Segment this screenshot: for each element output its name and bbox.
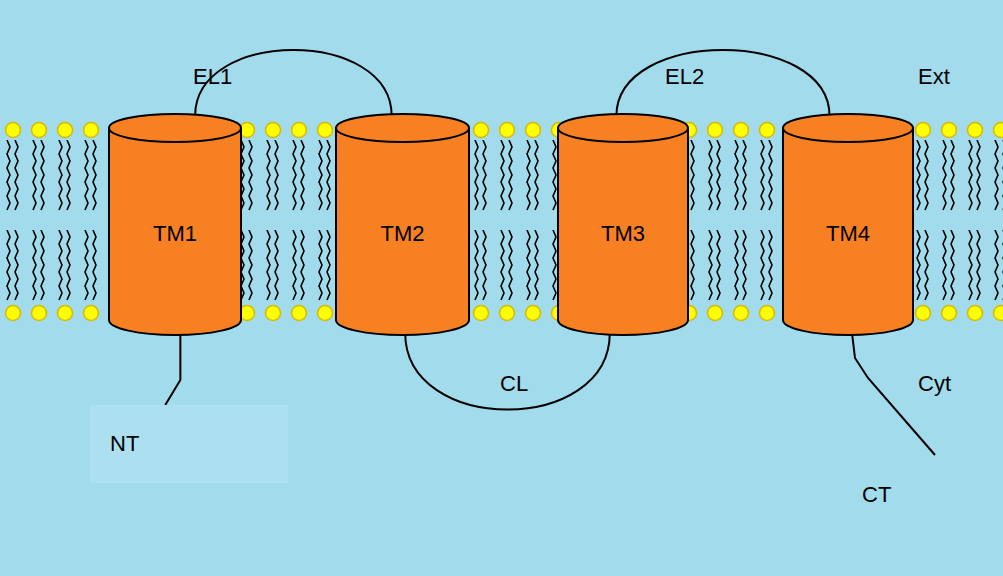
terminus-box: NT <box>90 405 288 483</box>
helix-cylinder: TM1 <box>108 113 242 335</box>
region-label: Cyt <box>918 371 951 397</box>
loop-line <box>405 333 610 410</box>
node-label: TM1 <box>153 221 197 247</box>
node-label: TM2 <box>381 221 425 247</box>
helix-cylinder: TM3 <box>557 113 689 335</box>
loop-line <box>616 50 829 116</box>
helix-cylinder: TM4 <box>782 113 914 335</box>
node-label: TM4 <box>826 221 870 247</box>
node-label: TM3 <box>601 221 645 247</box>
loop-label: EL1 <box>193 64 232 90</box>
helix-cylinder: TM2 <box>335 113 470 335</box>
loop-line <box>165 334 180 405</box>
region-label: Ext <box>918 64 950 90</box>
loop-label: CL <box>500 371 528 397</box>
terminus-label: CT <box>862 482 891 508</box>
node-label: NT <box>110 431 139 457</box>
loop-label: EL2 <box>665 64 704 90</box>
